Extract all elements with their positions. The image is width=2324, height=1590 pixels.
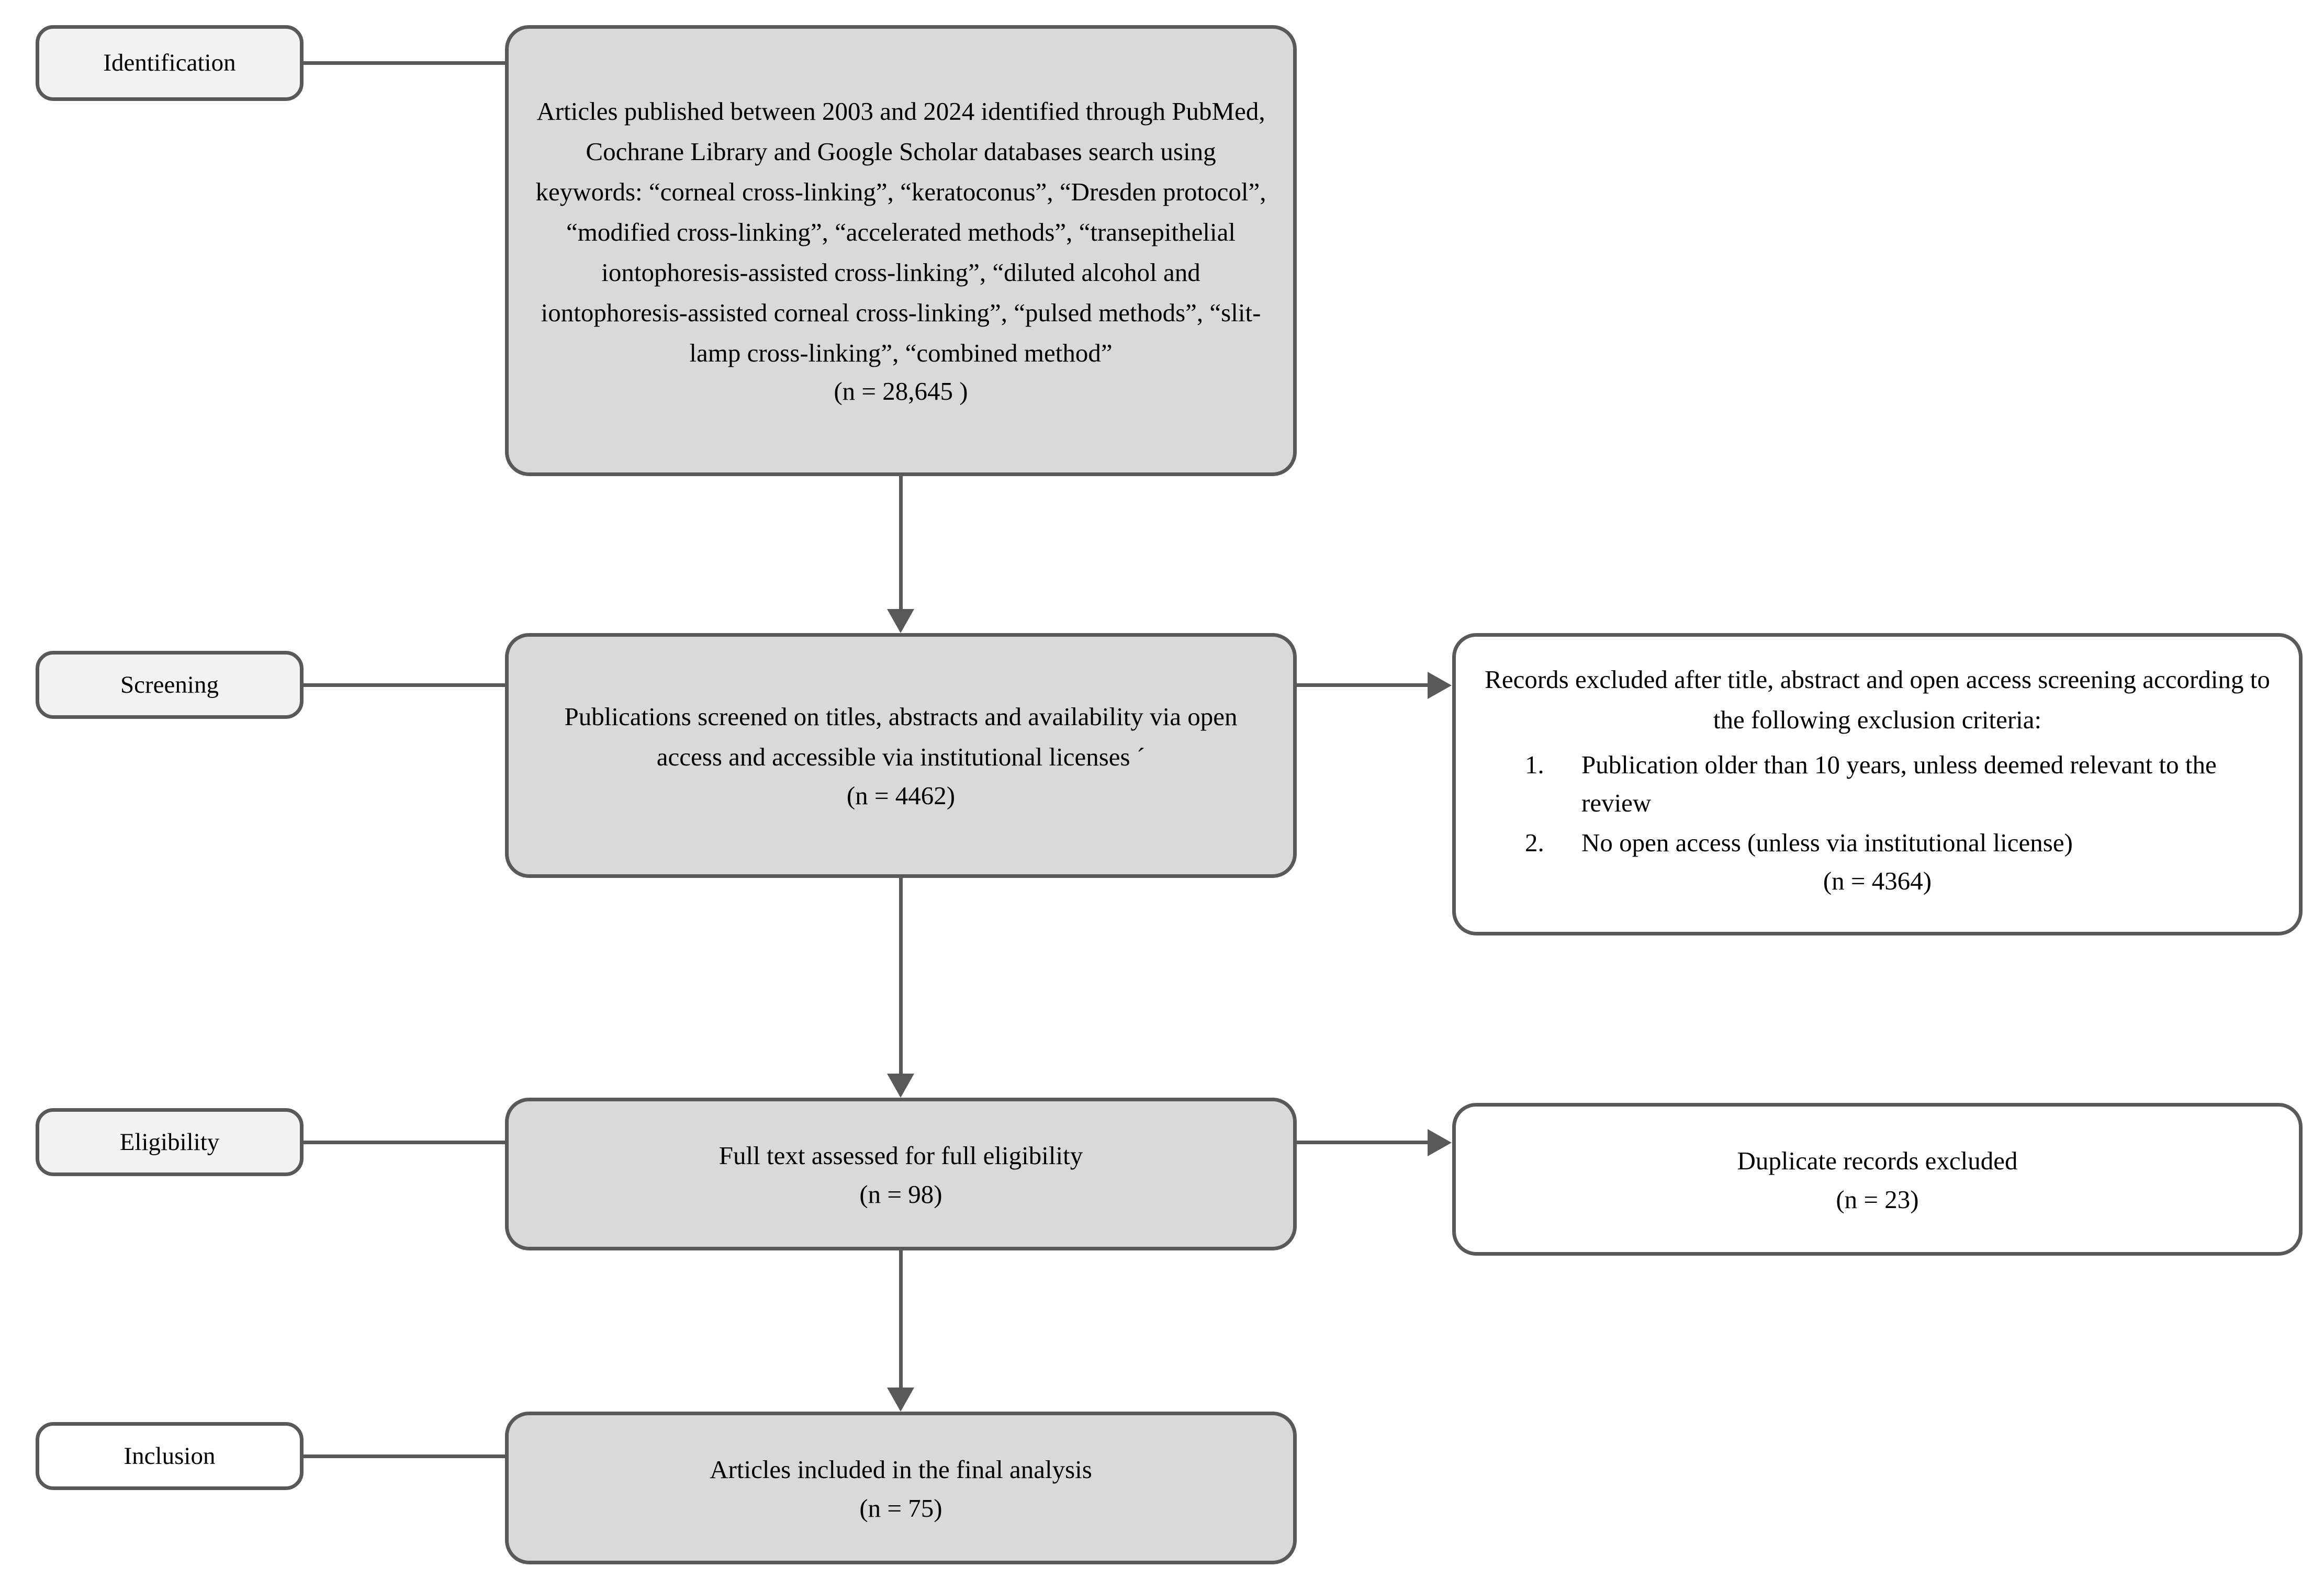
list-item: 1. Publication older than 10 years, unle… <box>1480 746 2275 822</box>
connector-eligibility-to-duplicates <box>1297 1141 1428 1144</box>
eligibility-body-text: Full text assessed for full eligibility <box>718 1141 1083 1170</box>
box-eligibility-records: Full text assessed for full eligibility … <box>505 1098 1297 1250</box>
duplicates-excluded-count: (n = 23) <box>1836 1185 1919 1214</box>
identification-count: (n = 28,645 ) <box>834 377 968 406</box>
stage-label-eligibility: Eligibility <box>36 1108 304 1176</box>
screening-excluded-body-text: Records excluded after title, abstract a… <box>1485 665 2270 734</box>
duplicates-excluded-body-text: Duplicate records excluded <box>1737 1146 2018 1175</box>
stage-label-screening: Screening <box>36 651 304 719</box>
identification-body-text: Articles published between 2003 and 2024… <box>535 96 1266 367</box>
box-screening-excluded: Records excluded after title, abstract a… <box>1452 633 2303 935</box>
connector-identification-to-screening <box>899 476 903 609</box>
connector-eligibility-label <box>304 1141 507 1144</box>
screening-body-text: Publications screened on titles, abstrac… <box>564 702 1238 772</box>
stage-label-identification: Identification <box>36 25 304 101</box>
arrowhead-eligibility-to-inclusion <box>887 1388 914 1412</box>
inclusion-body-text: Articles included in the final analysis <box>710 1454 1092 1484</box>
box-screening-records: Publications screened on titles, abstrac… <box>505 633 1297 878</box>
screening-count: (n = 4462) <box>846 781 956 810</box>
arrowhead-screening-to-eligibility <box>887 1074 914 1098</box>
box-identification-records: Articles published between 2003 and 2024… <box>505 25 1297 476</box>
connector-identification-label <box>304 61 507 65</box>
connector-eligibility-to-inclusion <box>899 1250 903 1388</box>
criterion-text: Publication older than 10 years, unless … <box>1581 750 2217 818</box>
stage-label-inclusion: Inclusion <box>36 1422 304 1490</box>
stage-label-identification-text: Identification <box>103 49 236 77</box>
arrowhead-identification-to-screening <box>887 609 914 633</box>
connector-screening-label <box>304 683 507 687</box>
box-duplicates-excluded: Duplicate records excluded (n = 23) <box>1452 1103 2303 1256</box>
criterion-number: 1. <box>1525 750 1544 779</box>
eligibility-count: (n = 98) <box>859 1179 942 1209</box>
stage-label-screening-text: Screening <box>120 671 219 698</box>
stage-label-inclusion-text: Inclusion <box>124 1442 216 1470</box>
box-inclusion-records: Articles included in the final analysis … <box>505 1412 1297 1564</box>
stage-label-eligibility-text: Eligibility <box>119 1128 220 1156</box>
list-item: 2. No open access (unless via institutio… <box>1480 824 2275 862</box>
screening-exclusion-criteria-list: 1. Publication older than 10 years, unle… <box>1480 746 2275 863</box>
connector-inclusion-label <box>304 1454 507 1458</box>
arrowhead-screening-to-excluded <box>1428 672 1452 699</box>
connector-screening-to-eligibility <box>899 878 903 1074</box>
screening-excluded-count: (n = 4364) <box>1823 866 1932 896</box>
connector-screening-to-excluded <box>1297 683 1428 687</box>
arrowhead-eligibility-to-duplicates <box>1428 1129 1452 1156</box>
inclusion-count: (n = 75) <box>859 1493 942 1523</box>
criterion-text: No open access (unless via institutional… <box>1581 828 2073 857</box>
criterion-number: 2. <box>1525 828 1544 857</box>
